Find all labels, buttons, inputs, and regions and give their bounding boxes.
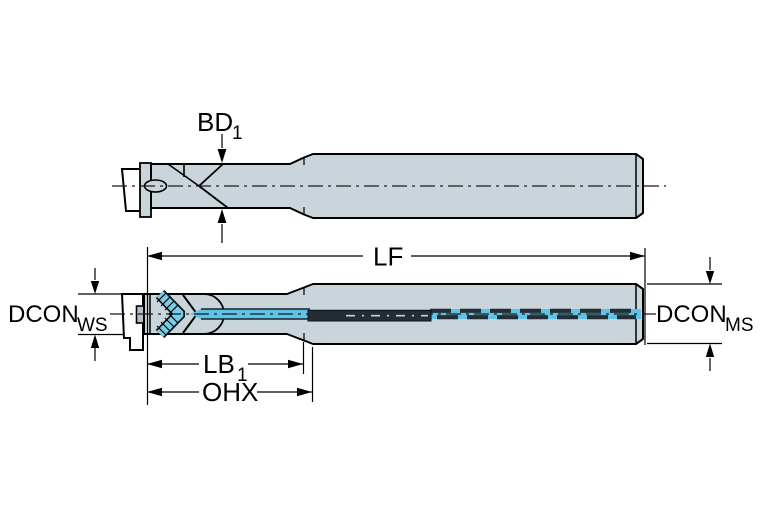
lb1-arrowhead-right-icon: [288, 359, 303, 369]
dimension-annotations: LF DCON WS DCON MS: [8, 242, 754, 408]
dcon-ws-label-subscript: WS: [77, 315, 108, 336]
dcon-ws-arrowhead-down-icon: [90, 281, 100, 294]
lf-arrowhead-left-icon: [147, 251, 162, 261]
bd1-arrowhead-up-icon: [217, 209, 227, 223]
upper-clamp-cap: [120, 168, 142, 212]
ohx-label: OHX: [202, 377, 258, 407]
ohx-dimension: OHX: [147, 377, 312, 407]
dcon-ws-dimension: DCON WS: [8, 268, 150, 361]
shank-slot-bar: [307, 310, 432, 322]
dcon-ws-label: DCON: [8, 301, 79, 328]
dcon-ms-label-subscript: MS: [725, 315, 754, 336]
chevron-serration-ticks: [156, 292, 179, 336]
lf-arrowhead-right-icon: [630, 251, 645, 261]
lower-section-view: [110, 283, 656, 351]
bd1-label: BD: [197, 107, 233, 137]
bd1-arrowhead-down-icon: [217, 149, 227, 163]
dcon-ms-arrowhead-down-icon: [705, 271, 715, 284]
coolant-channel-borders: [201, 308, 310, 320]
lb1-label-subscript: 1: [237, 365, 248, 386]
dcon-ms-arrowhead-up-icon: [705, 343, 715, 357]
lb1-arrowhead-left-icon: [147, 359, 162, 369]
bd1-label-subscript: 1: [232, 123, 243, 144]
bd1-dimension: BD 1: [197, 107, 243, 243]
dcon-ms-label: DCON: [656, 301, 727, 328]
lb1-dimension: LB 1: [147, 349, 303, 386]
upper-side-view: [112, 153, 666, 219]
lb1-label: LB: [203, 349, 235, 379]
lf-dimension: LF: [147, 242, 645, 272]
lf-label: LF: [373, 242, 403, 272]
ohx-arrowhead-left-icon: [147, 387, 162, 397]
dcon-ws-arrowhead-up-icon: [90, 334, 100, 348]
dcon-ms-dimension: DCON MS: [647, 257, 754, 371]
ohx-arrowhead-right-icon: [297, 387, 312, 397]
